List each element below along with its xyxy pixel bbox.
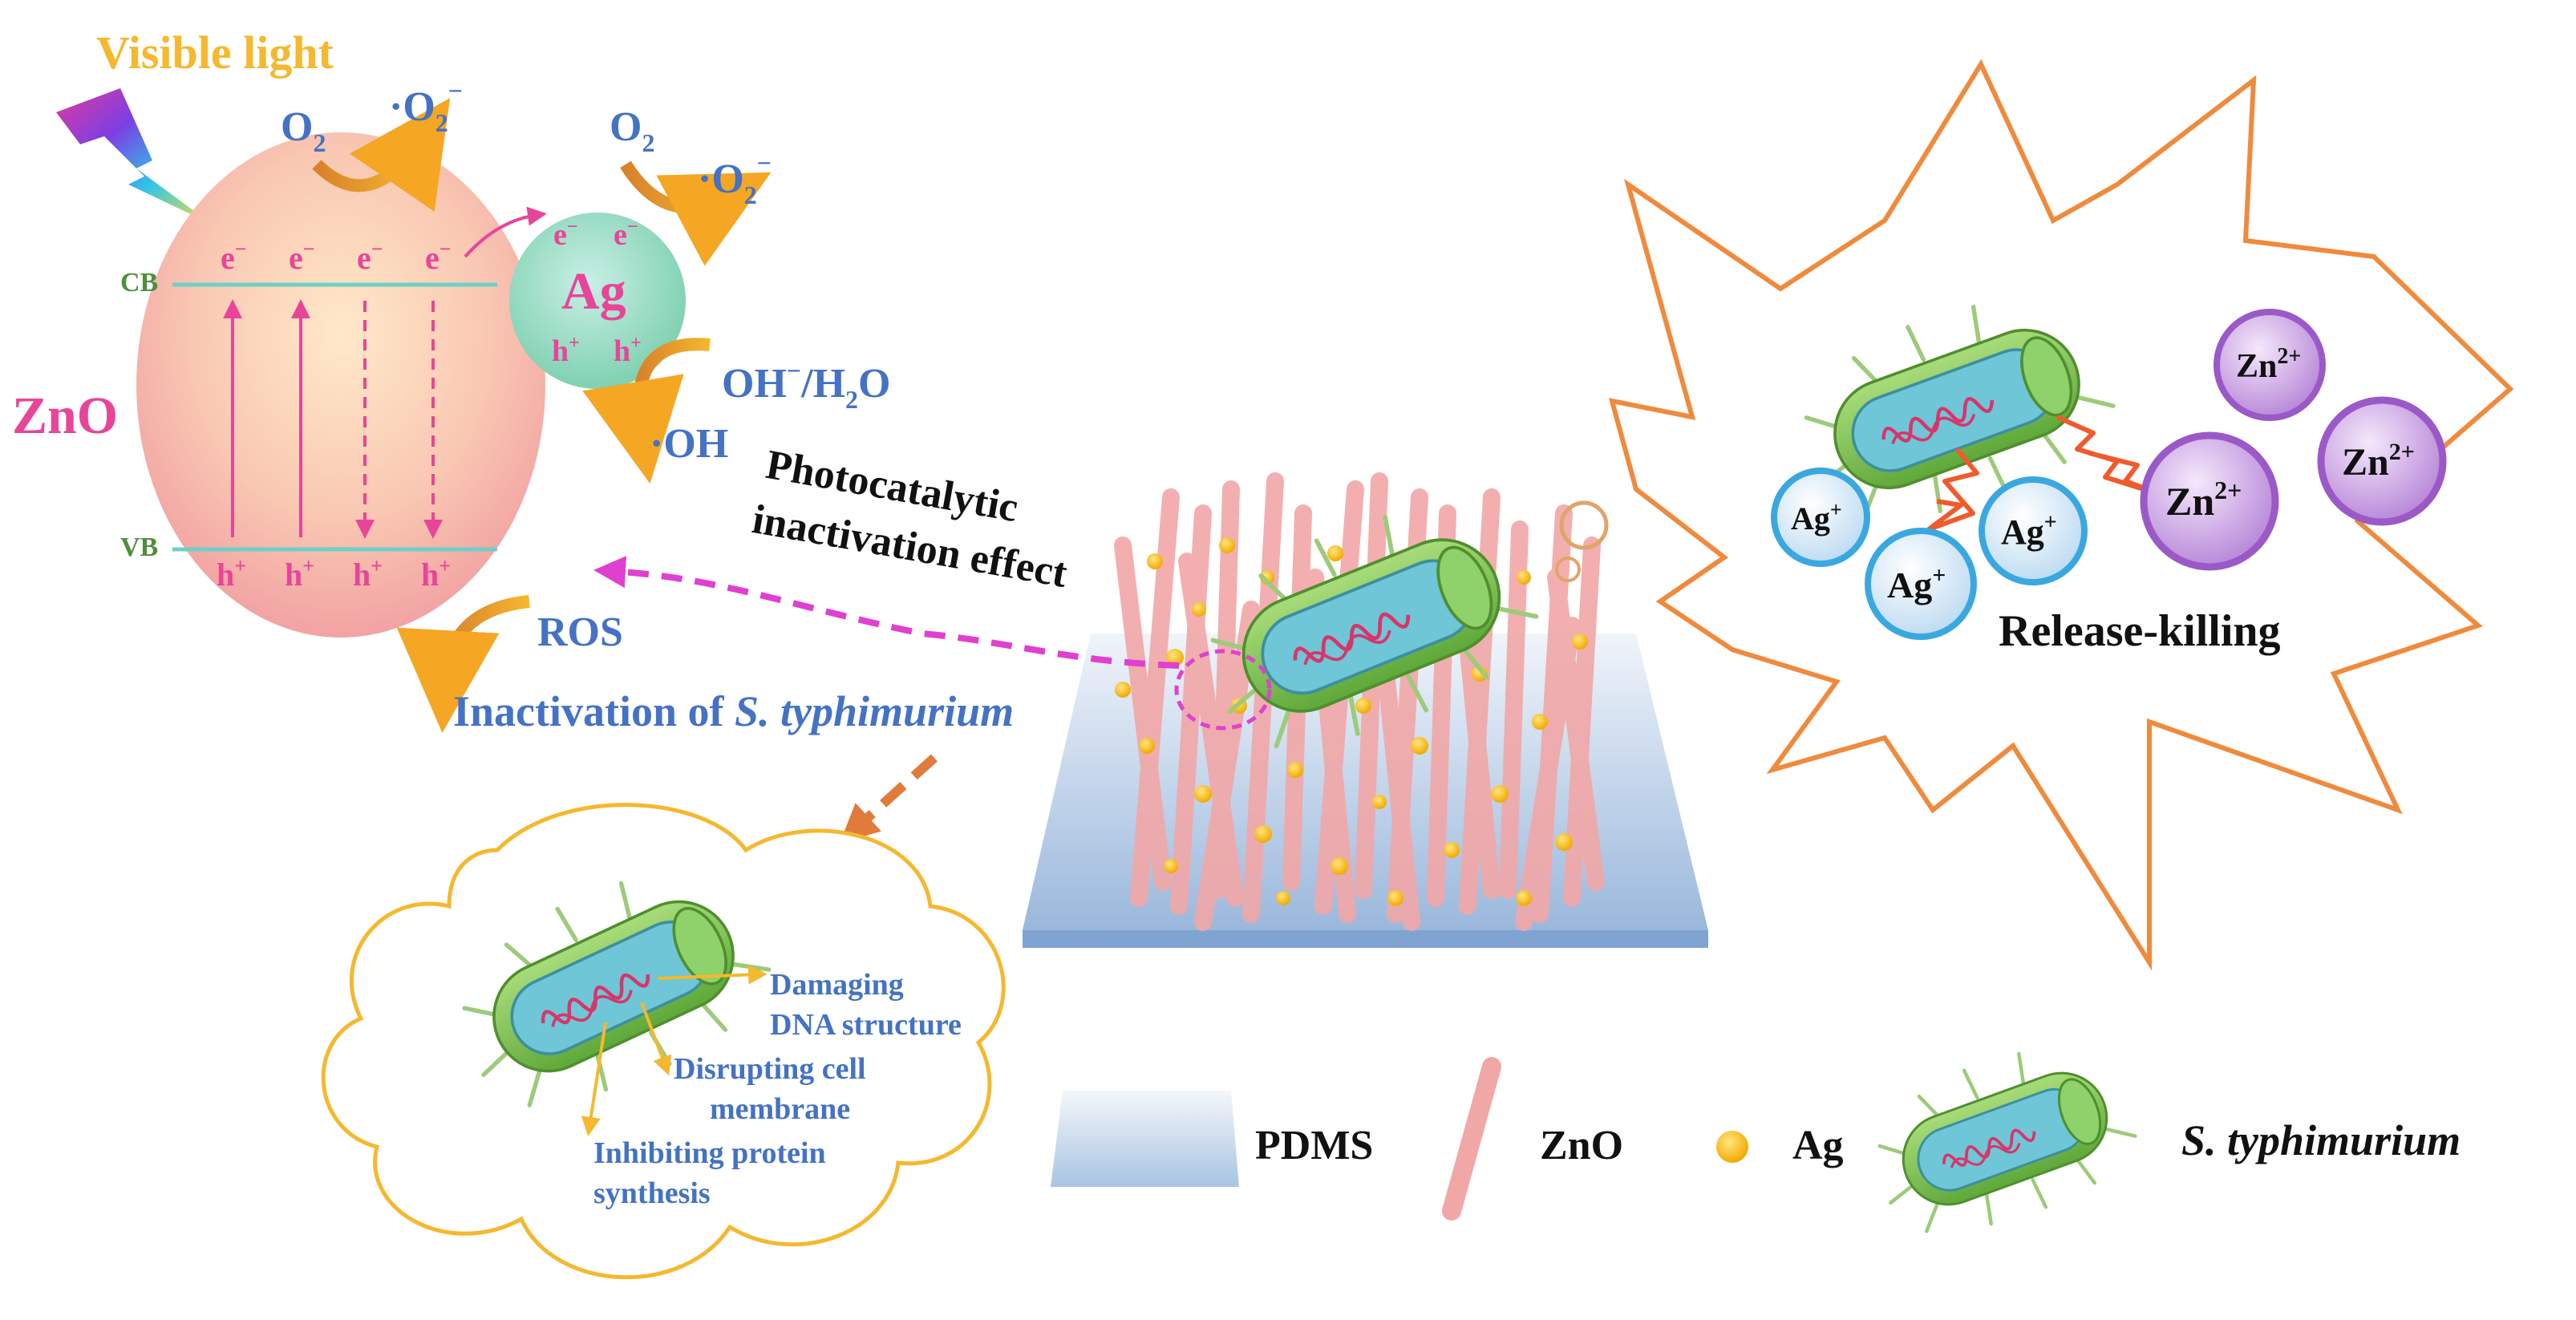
release-killing-label: Release-killing bbox=[1999, 606, 2281, 656]
ros-arrow bbox=[396, 595, 530, 733]
bubble-small bbox=[1555, 557, 1581, 582]
svg-text:e−: e− bbox=[553, 217, 578, 252]
ag-label: Ag bbox=[561, 262, 626, 321]
o2-label-1: O2 bbox=[281, 104, 326, 157]
svg-text:Zn2+: Zn2+ bbox=[2342, 439, 2415, 484]
hydroxyl-radical-label: ·OH bbox=[650, 421, 728, 467]
legend-ag-swatch bbox=[1716, 1131, 1748, 1163]
svg-text:h+: h+ bbox=[353, 554, 383, 593]
cloud-outline bbox=[321, 803, 1006, 1280]
disrupting-membrane-label: Disrupting cell membrane bbox=[674, 1052, 873, 1126]
svg-text:h+: h+ bbox=[285, 554, 314, 593]
ag-holes: h+ h+ bbox=[552, 333, 642, 368]
bubble-large bbox=[1559, 500, 1609, 550]
ag-ion-3: Ag+ bbox=[1979, 476, 2088, 585]
superoxide-label-2: ·O2− bbox=[698, 148, 772, 209]
svg-text:Zn2+: Zn2+ bbox=[2165, 476, 2242, 524]
light-bolt-icon bbox=[56, 88, 213, 225]
legend-ag-label: Ag bbox=[1792, 1123, 1844, 1168]
zno-label: ZnO bbox=[12, 387, 118, 445]
mechanism-pointers bbox=[581, 965, 768, 1136]
svg-text:Ag+: Ag+ bbox=[1791, 498, 1842, 537]
electrons-cb: e− e− e− e− bbox=[221, 237, 452, 276]
effect-label: Photocatalytic inactivation effect bbox=[749, 441, 1081, 597]
ros-label: ROS bbox=[537, 609, 623, 655]
ag-electrons: e− e− bbox=[553, 217, 638, 252]
zap-bolt-ag bbox=[1926, 447, 1979, 532]
svg-text:Ag+: Ag+ bbox=[1887, 562, 1946, 605]
inactivation-label: Inactivation of S. typhimurium bbox=[453, 687, 1014, 735]
svg-text:e−: e− bbox=[425, 237, 452, 276]
damaging-dna-label: Damaging DNA structure bbox=[770, 968, 962, 1042]
ag-ion-1: Ag+ bbox=[1771, 468, 1870, 567]
svg-text:h+: h+ bbox=[614, 333, 642, 368]
svg-text:e−: e− bbox=[221, 237, 247, 276]
svg-text:h+: h+ bbox=[217, 554, 246, 593]
holes-vb: h+ h+ h+ h+ bbox=[217, 554, 451, 593]
legend-bacterium-label: S. typhimurium bbox=[2181, 1116, 2461, 1164]
ag-particle bbox=[509, 213, 686, 389]
to-mechanism-arrow bbox=[840, 754, 938, 844]
svg-text:Zn2+: Zn2+ bbox=[2236, 344, 2301, 385]
ag-ion-2: Ag+ bbox=[1865, 528, 1977, 640]
superoxide-label-1: ·O2− bbox=[389, 76, 463, 137]
legend-pdms-swatch bbox=[1051, 1091, 1239, 1187]
svg-text:h+: h+ bbox=[421, 554, 451, 593]
electron-transfer-arrow bbox=[464, 206, 547, 258]
zn-ion-3: Zn2+ bbox=[2317, 396, 2447, 526]
excitation-arrows bbox=[223, 299, 443, 539]
zno-particle bbox=[136, 132, 545, 638]
zn-ion-1: Zn2+ bbox=[2140, 431, 2279, 571]
vb-label: VB bbox=[120, 532, 158, 562]
inactivation-path-arrow bbox=[593, 556, 1180, 669]
svg-text:e−: e− bbox=[614, 217, 638, 252]
legend-zno-swatch bbox=[1442, 1057, 1501, 1221]
o2-reduction-arrow-2 bbox=[620, 160, 772, 266]
zap-bolt-zn bbox=[2056, 415, 2172, 500]
hydroxide-water-label: OH−/H2O bbox=[722, 356, 891, 414]
legend: PDMS ZnO Ag S. typhimurium bbox=[1051, 1023, 2461, 1257]
release-killing-panel: Ag+ Ag+ Ag+ Zn2+ Zn2+ Zn2+ Release-killi… bbox=[1608, 59, 2514, 971]
legend-pdms-label: PDMS bbox=[1255, 1123, 1373, 1168]
legend-bacterium-swatch bbox=[1857, 1023, 2148, 1257]
zn-ion-2: Zn2+ bbox=[2213, 309, 2326, 421]
svg-text:h+: h+ bbox=[552, 333, 580, 368]
legend-zno-label: ZnO bbox=[1540, 1123, 1623, 1168]
o2-reduction-arrow-1 bbox=[312, 98, 451, 212]
photocatalysis-panel: Visible light CB VB ZnO e− e− e− e− h+ h… bbox=[12, 26, 1014, 844]
inhibiting-protein-label: Inhibiting protein synthesis bbox=[593, 1136, 833, 1210]
o2-label-2: O2 bbox=[610, 104, 654, 157]
cb-label: CB bbox=[120, 268, 158, 298]
svg-text:Ag+: Ag+ bbox=[2001, 510, 2057, 552]
mechanism-cloud: Damaging DNA structure Disrupting cell m… bbox=[321, 803, 1006, 1280]
svg-text:e−: e− bbox=[357, 237, 383, 276]
contact-highlight bbox=[1174, 649, 1272, 731]
svg-text:e−: e− bbox=[289, 237, 315, 276]
visible-light-label: Visible light bbox=[96, 26, 334, 79]
oxidation-arrow bbox=[582, 338, 711, 484]
